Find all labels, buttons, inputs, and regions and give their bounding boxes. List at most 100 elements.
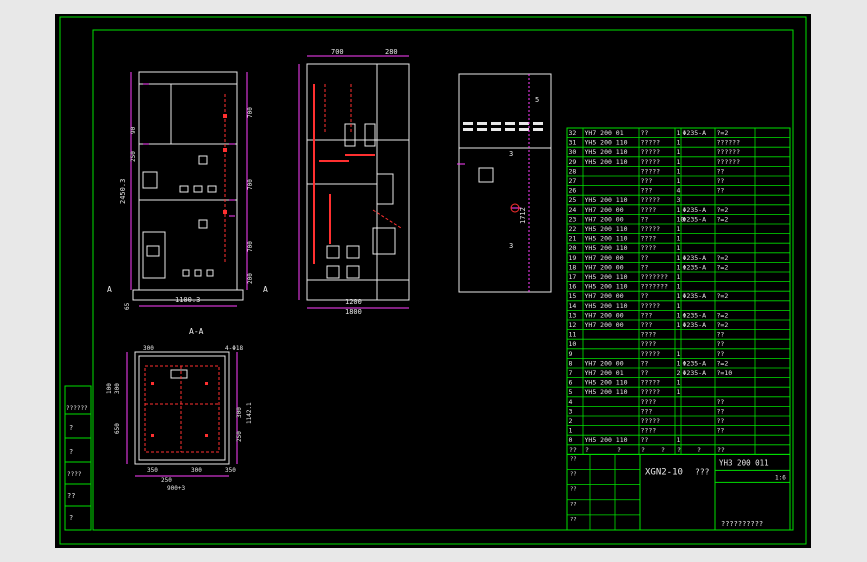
parts-table-header: ? [661,446,665,454]
parts-table-cell: 13 [569,311,577,319]
parts-table-cell: ?? [717,331,725,339]
sign-label: ?? [570,517,577,523]
parts-table-cell: YH7 200 01 [585,129,624,137]
parts-table-cell: YH7 200 00 [585,263,624,271]
sign-label: ?? [570,502,577,508]
parts-table-cell: ?? [717,167,725,175]
parts-table-cell: ????? [641,225,661,233]
parts-table-cell: 17 [569,273,577,281]
parts-table-cell: ???? [641,398,657,406]
side-dim-bottom: 1200 [345,298,362,306]
parts-table-cell: ?=2 [717,359,729,367]
title-block: YH3 200 011XGN2-10???1:6????????????????… [566,453,791,531]
parts-table-cell: 15 [569,292,577,300]
parts-table-cell: ????? [641,379,661,387]
side-dim-bottom-2: 1800 [345,308,362,316]
plan-dim-13: 1142.1 [246,402,253,424]
parts-table-cell: Φ235-A [683,254,707,262]
parts-table-cell: 24 [569,206,577,214]
plan-dim-4: 300 [114,383,121,394]
parts-table-cell: YH7 200 00 [585,206,624,214]
strip-label-4: ???? [67,471,82,478]
parts-table-cell: YH7 200 00 [585,359,624,367]
parts-table-cell: YH5 200 110 [585,302,628,310]
parts-table-cell: Φ235-A [683,206,707,214]
model-number: XGN2-10 [645,467,683,477]
front-dim-4: 200 [247,273,254,284]
plan-dim-6: 300 [236,407,243,418]
parts-table-cell: ????? [641,148,661,156]
parts-table-cell: ????? [641,350,661,358]
rear-view: 5 3 3 1712 [457,73,552,293]
front-height-dim: 2450.3 [119,179,127,204]
parts-table-cell: ????? [641,158,661,166]
parts-table-cell: YH5 200 110 [585,196,628,204]
parts-table-header: ? [641,446,645,454]
parts-table-cell: ???? [641,331,657,339]
parts-table-cell: ?=2 [717,254,729,262]
parts-table-cell: 27 [569,177,577,185]
cad-drawing: ?????? ? ? ???? ?? ? [59,16,807,545]
parts-table-cell: Φ235-A [683,292,707,300]
parts-table-cell: ?? [717,417,725,425]
plan-title: A-A [189,327,204,336]
parts-table-cell: ??? [641,407,653,415]
parts-table-cell: 1 [569,427,573,435]
parts-table-cell: 1 [677,292,681,300]
parts-table-cell: 1 [677,283,681,291]
parts-table-cell: YH7 200 00 [585,215,624,223]
plan-dim-7: 250 [236,431,243,442]
parts-table-cell: YH5 200 110 [585,139,628,147]
parts-table-cell: ?=2 [717,263,729,271]
parts-table-cell: 1 [677,244,681,252]
drawing-name: ??? [695,467,710,476]
parts-table-cell: 32 [569,129,577,137]
parts-table-cell: ??? [641,187,653,195]
parts-table-cell: 1 [677,311,681,319]
parts-table-cell: ?? [641,359,649,367]
parts-table-header: ?? [717,446,725,454]
parts-table-cell: YH5 200 110 [585,283,628,291]
front-dim-5: 90 [130,126,137,134]
rear-dim-3: 3 [509,242,513,250]
parts-table-cell: YH5 200 110 [585,273,628,281]
parts-table-cell: ?? [717,407,725,415]
sign-label: ?? [570,456,577,462]
parts-table-cell: ?=2 [717,292,729,300]
left-strip [64,385,92,531]
parts-table-cell: 30 [569,148,577,156]
parts-table-cell: 31 [569,139,577,147]
parts-table-header: ? [617,446,621,454]
parts-table-cell: Φ235-A [683,215,707,223]
parts-table-cell: 10 [569,340,577,348]
parts-table-cell: ?????? [717,158,741,166]
parts-table-cell: ????? [641,417,661,425]
parts-table-cell: ?=2 [717,215,729,223]
parts-table-cell: YH5 200 110 [585,225,628,233]
plan-dim-3: 100 [106,383,113,394]
parts-table-cell: 20 [569,244,577,252]
parts-table-header: ? [585,446,589,454]
parts-table-cell: Φ235-A [683,311,707,319]
parts-table-cell: YH5 200 110 [585,388,628,396]
parts-table-cell: 1 [677,436,681,444]
plan-dim-12: 900+3 [167,485,185,492]
side-dim-top: 700 [331,48,344,56]
plan-dim-2: 4-Φ18 [225,345,243,352]
parts-table-cell: ?? [717,187,725,195]
parts-table-cell: 28 [569,167,577,175]
parts-table-cell: 4 [569,398,573,406]
parts-table-cell: 1 [677,302,681,310]
parts-table-cell: 1 [677,273,681,281]
parts-table-cell: ?? [717,398,725,406]
parts-table-cell: 11 [569,331,577,339]
parts-table-cell: ?? [717,177,725,185]
parts-table-cell: 12 [569,321,577,329]
parts-table-cell: 29 [569,158,577,166]
parts-table-cell: 1 [677,158,681,166]
parts-table-cell: 8 [569,359,573,367]
parts-table-cell: 1 [677,225,681,233]
parts-table-cell: ?=2 [717,311,729,319]
front-dim-2: 700 [247,179,254,190]
parts-table-cell: Φ235-A [683,369,707,377]
